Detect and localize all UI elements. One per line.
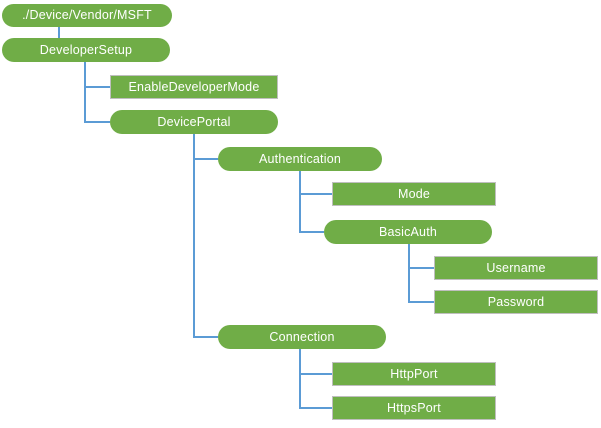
node-httpport[interactable]: HttpPort (332, 362, 496, 386)
node-label-developersetup: DeveloperSetup (39, 42, 133, 57)
connector-authentication-to-basicauth (299, 171, 324, 233)
node-label-root: ./Device/Vendor/MSFT (22, 8, 152, 23)
connector-basicauth-to-username (408, 244, 434, 269)
node-mode[interactable]: Mode (332, 182, 496, 206)
node-username[interactable]: Username (434, 256, 598, 280)
node-httpsport[interactable]: HttpsPort (332, 396, 496, 420)
node-label-deviceportal: DevicePortal (157, 114, 231, 129)
node-deviceportal[interactable]: DevicePortal (110, 110, 278, 134)
connector-developersetup-to-deviceportal (84, 62, 110, 123)
node-developersetup[interactable]: DeveloperSetup (2, 38, 170, 62)
node-basicauth[interactable]: BasicAuth (324, 220, 492, 244)
node-label-httpsport: HttpsPort (387, 400, 441, 415)
connector-basicauth-to-password (408, 244, 434, 303)
node-label-username: Username (486, 260, 546, 275)
node-authentication[interactable]: Authentication (218, 147, 382, 171)
connector-deviceportal-to-connection (193, 134, 218, 338)
connector-developersetup-to-enabledevelopermode (84, 62, 110, 88)
node-label-connection: Connection (269, 329, 335, 344)
node-label-authentication: Authentication (258, 151, 342, 166)
node-label-httpport: HttpPort (390, 366, 438, 381)
node-label-enabledevelopermode: EnableDeveloperMode (128, 79, 260, 94)
connector-connection-to-httpsport (299, 349, 332, 409)
node-root[interactable]: ./Device/Vendor/MSFT (2, 4, 172, 27)
node-label-mode: Mode (397, 186, 431, 201)
node-label-password: Password (487, 294, 545, 309)
node-label-basicauth: BasicAuth (378, 224, 438, 239)
node-password[interactable]: Password (434, 290, 598, 314)
connector-authentication-to-mode (299, 171, 332, 195)
connector-connection-to-httpport (299, 349, 332, 375)
node-enabledevelopermode[interactable]: EnableDeveloperMode (110, 75, 278, 99)
connector-deviceportal-to-authentication (193, 134, 218, 160)
node-connection[interactable]: Connection (218, 325, 386, 349)
